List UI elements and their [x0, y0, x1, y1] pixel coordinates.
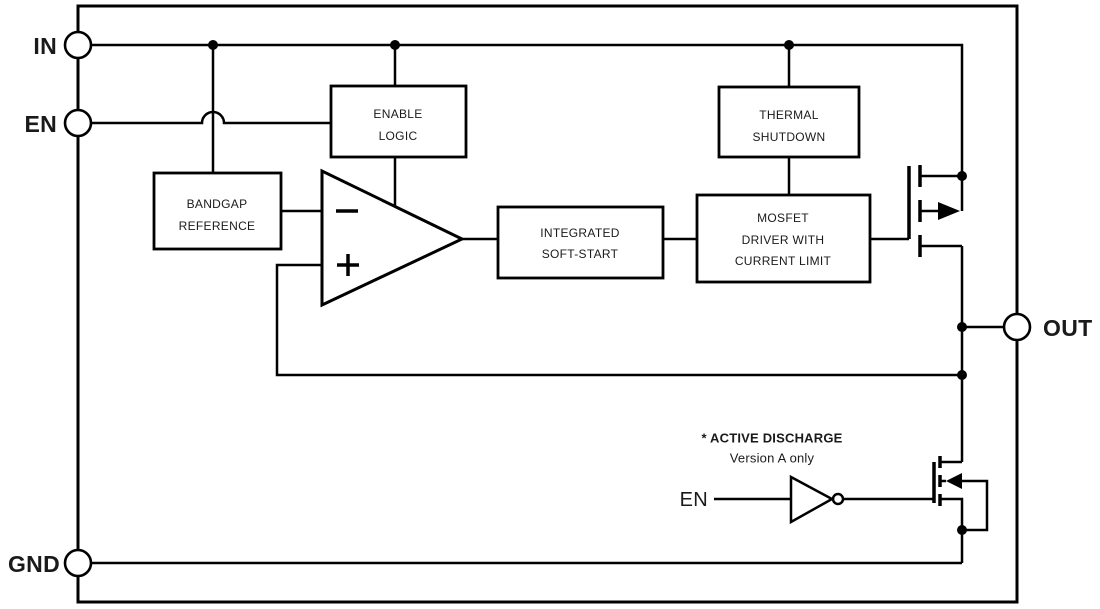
inverter-bubble: [831, 492, 845, 506]
junction-dot: [390, 40, 400, 50]
pin-en-circle: [63, 108, 93, 138]
junction-dot: [957, 525, 967, 535]
pin-gnd-circle: [63, 548, 93, 578]
error-amplifier-triangle: [320, 168, 466, 308]
pin-out-circle: [1002, 312, 1032, 342]
pass-mosfet: [907, 165, 962, 257]
active-discharge-title: * ACTIVE DISCHARGE: [701, 431, 842, 446]
inverter-triangle: [789, 474, 835, 525]
thermal-label-line1: THERMAL: [759, 108, 818, 122]
pin-gnd-label: GND: [8, 551, 60, 577]
discharge-en-label: EN: [680, 489, 708, 511]
junction-dot: [208, 40, 218, 50]
mosfet-driver-box: [695, 193, 872, 284]
mosfet-driver-label-line1: MOSFET: [757, 211, 809, 225]
active-discharge-subtitle: Version A only: [730, 451, 815, 466]
mosfet-driver-label-line3: CURRENT LIMIT: [735, 254, 832, 268]
discharge-mosfet-body-loop: [961, 479, 989, 532]
wire-en-line-with-hop: [91, 110, 331, 125]
block-thermal-shutdown: THERMAL SHUTDOWN: [717, 85, 861, 159]
pin-gnd: GND: [8, 548, 93, 578]
enable-logic-box: [329, 84, 468, 159]
discharge-mosfet-source-terminal: [940, 497, 964, 563]
pin-out: OUT: [1002, 312, 1092, 342]
thermal-box: [717, 85, 861, 159]
wire-feedback: [275, 263, 962, 377]
bandgap-box: [152, 171, 283, 251]
bandgap-label-line2: REFERENCE: [179, 219, 256, 233]
discharge-mosfet-body-arrow: [946, 473, 962, 489]
chip-boundary: [76, 4, 1019, 604]
discharge-mosfet: [932, 456, 989, 563]
block-enable-logic: ENABLE LOGIC: [329, 84, 468, 159]
junction-dots: [208, 40, 967, 535]
pin-in-label: IN: [33, 33, 57, 59]
pin-in-circle: [63, 30, 93, 60]
soft-start-label-line1: INTEGRATED: [540, 226, 619, 240]
inverter: [789, 474, 845, 525]
soft-start-label-line2: SOFT-START: [542, 247, 619, 261]
pass-mosfet-body-arrow: [938, 202, 960, 220]
active-discharge-note: * ACTIVE DISCHARGE Version A only: [701, 431, 842, 466]
junction-dot: [957, 370, 967, 380]
pin-in: IN: [33, 30, 93, 60]
junction-dot: [957, 322, 967, 332]
enable-logic-label-line2: LOGIC: [379, 129, 418, 143]
error-amplifier: [320, 168, 466, 308]
block-bandgap-reference: BANDGAP REFERENCE: [152, 171, 283, 251]
enable-logic-label-line1: ENABLE: [373, 107, 422, 121]
pin-out-label: OUT: [1043, 315, 1092, 341]
wires: [91, 43, 1004, 565]
bandgap-label-line1: BANDGAP: [187, 197, 248, 211]
pin-en-label: EN: [24, 111, 57, 137]
pin-en: EN: [24, 108, 93, 138]
thermal-label-line2: SHUTDOWN: [752, 130, 825, 144]
mosfet-driver-label-line2: DRIVER WITH: [742, 233, 825, 247]
junction-dot: [784, 40, 794, 50]
block-integrated-soft-start: INTEGRATED SOFT-START: [496, 205, 665, 280]
block-mosfet-driver: MOSFET DRIVER WITH CURRENT LIMIT: [695, 193, 872, 284]
wire-in-rail: [91, 43, 964, 211]
soft-start-box: [496, 205, 665, 280]
plus-input-symbol: [337, 254, 359, 276]
junction-dot: [957, 171, 967, 181]
